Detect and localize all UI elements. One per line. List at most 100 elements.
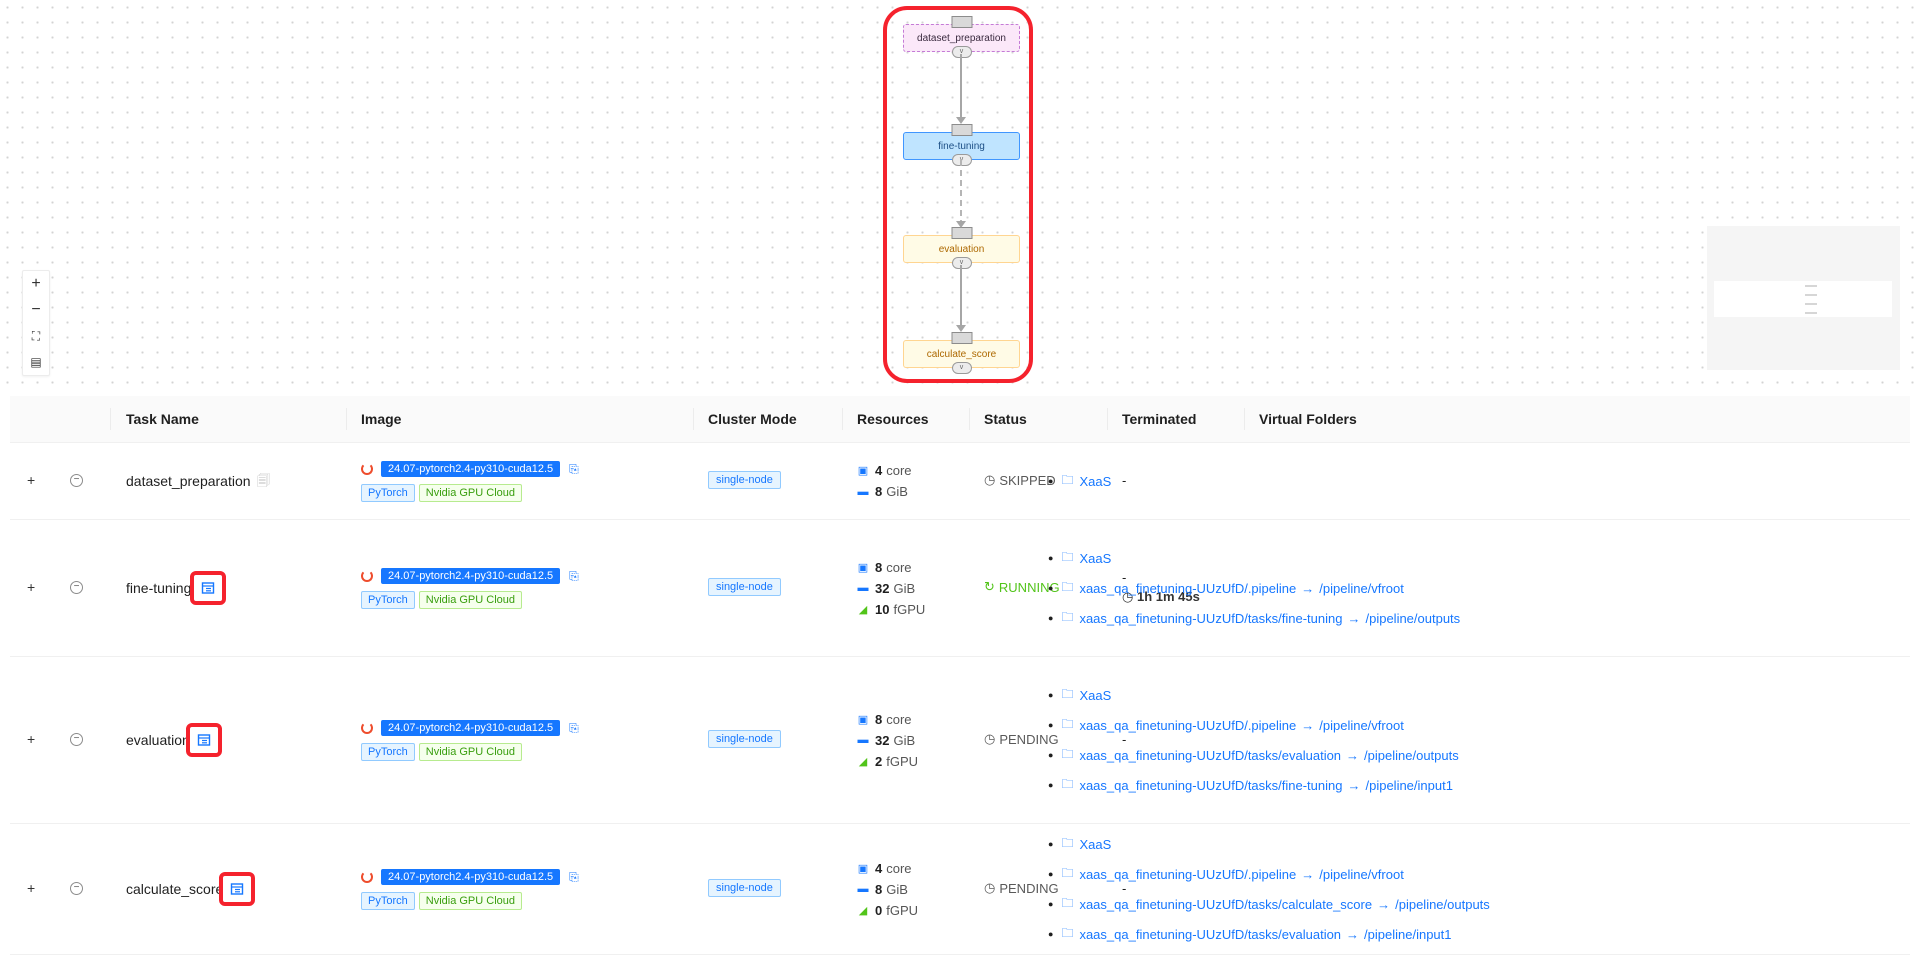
virtual-folder-item[interactable]: ● 🗀 XaaS [1048, 543, 1460, 573]
arrow-right-icon: → [1347, 777, 1361, 793]
cluster-mode-badge: single-node [708, 879, 781, 897]
collapse-row-button[interactable]: − [70, 581, 83, 594]
minimap-node [1805, 294, 1817, 296]
zoom-out-button[interactable]: − [31, 301, 41, 318]
copy-icon[interactable]: ⎘ [569, 461, 579, 476]
folder-source[interactable]: XaaS [1079, 687, 1112, 703]
folder-mount-path: /pipeline/input1 [1365, 777, 1453, 793]
task-detail-icon[interactable]: 🗐 [257, 473, 270, 488]
virtual-folder-item[interactable]: ●🗀xaas_qa_finetuning-UUzUfD/.pipeline→/p… [1048, 710, 1459, 740]
gpu-icon: ◢ [858, 603, 868, 616]
folder-source[interactable]: xaas_qa_finetuning-UUzUfD/.pipeline [1079, 866, 1297, 882]
expand-row-button[interactable]: + [27, 472, 36, 488]
collapse-row-button[interactable]: − [70, 733, 83, 746]
image-tag: 24.07-pytorch2.4-py310-cuda12.5 [381, 568, 561, 584]
virtual-folder-item[interactable]: ●🗀xaas_qa_finetuning-UUzUfD/tasks/evalua… [1048, 740, 1459, 770]
task-detail-icon[interactable] [186, 723, 222, 757]
folder-source[interactable]: xaas_qa_finetuning-UUzUfD/tasks/evaluati… [1079, 926, 1342, 942]
status-badge: ◷SKIPPED [984, 472, 1056, 488]
toggle-minimap-button[interactable]: ▤ [30, 355, 42, 369]
table-row[interactable]: + − evaluation 24.07-pytorch2.4-py310-cuda1… [10, 657, 1910, 824]
sync-icon: ↻ [984, 579, 995, 594]
zoom-in-button[interactable]: + [31, 275, 41, 292]
copy-icon[interactable]: ⎘ [569, 568, 579, 583]
bullet: ● [1048, 553, 1054, 563]
virtual-folder-item[interactable]: ●🗀XaaS [1048, 466, 1111, 496]
canvas-controls: + − ⛶ ▤ [22, 270, 50, 376]
folder-source[interactable]: xaas_qa_finetuning-UUzUfD/tasks/calculat… [1079, 896, 1373, 912]
task-name: dataset_preparation [126, 473, 251, 489]
column-header-terminated[interactable]: Terminated [1122, 411, 1197, 427]
copy-icon[interactable]: ⎘ [569, 869, 579, 884]
node-input-port[interactable] [951, 332, 972, 344]
task-detail-icon[interactable] [190, 571, 226, 605]
column-header-task-name[interactable]: Task Name [126, 411, 199, 427]
folder-mount-path: /pipeline/input1 [1364, 926, 1452, 942]
folder-source[interactable]: XaaS [1079, 836, 1112, 852]
table-row[interactable]: +−dataset_preparation🗐24.07-pytorch2.4-p… [10, 443, 1910, 520]
virtual-folder-item[interactable]: ●🗀XaaS [1048, 829, 1490, 859]
folder-icon: 🗀 [1061, 865, 1074, 880]
expand-row-button[interactable]: + [27, 579, 36, 595]
node-output-port[interactable]: v [951, 362, 972, 374]
bullet: ● [1048, 899, 1054, 909]
node-input-port[interactable] [951, 16, 972, 28]
folder-icon: 🗀 [1061, 549, 1074, 564]
folder-source[interactable]: xaas_qa_finetuning-UUzUfD/tasks/fine-tun… [1079, 777, 1343, 793]
minimap[interactable] [1707, 226, 1900, 370]
virtual-folder-item[interactable]: ●🗀xaas_qa_finetuning-UUzUfD/tasks/evalua… [1048, 919, 1490, 949]
node-label: fine-tuning [938, 140, 985, 152]
node-input-port[interactable] [951, 124, 972, 136]
folder-source[interactable]: xaas_qa_finetuning-UUzUfD/.pipeline [1079, 580, 1297, 596]
column-header-status[interactable]: Status [984, 411, 1027, 427]
fit-view-button[interactable]: ⛶ [31, 328, 41, 343]
task-table: Task Name Image Cluster Mode Resources S… [10, 396, 1910, 955]
column-header-cluster-mode[interactable]: Cluster Mode [708, 411, 797, 427]
folder-source[interactable]: xaas_qa_finetuning-UUzUfD/tasks/evaluati… [1079, 747, 1342, 763]
folder-mount-path: /pipeline/vfroot [1319, 580, 1404, 596]
column-divider [1107, 408, 1108, 430]
collapse-row-button[interactable]: − [70, 882, 83, 895]
virtual-folder-item[interactable]: ●🗀xaas_qa_finetuning-UUzUfD/tasks/calcul… [1048, 889, 1490, 919]
folder-icon: 🗀 [1061, 579, 1074, 594]
cpu-icon: ▣ [857, 862, 869, 875]
folder-source[interactable]: XaaS [1079, 473, 1112, 489]
virtual-folder-item[interactable]: ●🗀XaaS [1048, 680, 1459, 710]
elapsed-time: ◷ 1h 1m 45s [1122, 589, 1200, 604]
virtual-folder-item[interactable]: ●🗀xaas_qa_finetuning-UUzUfD/tasks/fine-t… [1048, 770, 1459, 800]
cluster-mode-badge: single-node [708, 578, 781, 596]
task-name: evaluation [126, 732, 190, 748]
expand-row-button[interactable]: + [27, 731, 36, 747]
virtual-folder-item[interactable]: ●🗀xaas_qa_finetuning-UUzUfD/tasks/fine-t… [1048, 603, 1460, 633]
column-header-image[interactable]: Image [361, 411, 402, 427]
expand-row-button[interactable]: + [27, 880, 36, 896]
folder-source[interactable]: XaaS [1079, 550, 1112, 566]
pytorch-icon [361, 722, 373, 734]
virtual-folder-item[interactable]: ●🗀xaas_qa_finetuning-UUzUfD/.pipeline→/p… [1048, 573, 1460, 603]
virtual-folder-item[interactable]: ●🗀xaas_qa_finetuning-UUzUfD/.pipeline→/p… [1048, 859, 1490, 889]
pipeline-edge [956, 54, 966, 124]
folder-source[interactable]: xaas_qa_finetuning-UUzUfD/tasks/fine-tun… [1079, 610, 1343, 626]
task-detail-icon[interactable] [219, 872, 255, 906]
minimap-viewport[interactable] [1714, 281, 1892, 317]
copy-icon[interactable]: ⎘ [569, 720, 579, 735]
bullet: ● [1048, 613, 1054, 623]
column-header-virtual-folders[interactable]: Virtual Folders [1259, 411, 1357, 427]
folder-source[interactable]: xaas_qa_finetuning-UUzUfD/.pipeline [1079, 717, 1297, 733]
column-header-resources[interactable]: Resources [857, 411, 929, 427]
collapse-row-button[interactable]: − [70, 474, 83, 487]
